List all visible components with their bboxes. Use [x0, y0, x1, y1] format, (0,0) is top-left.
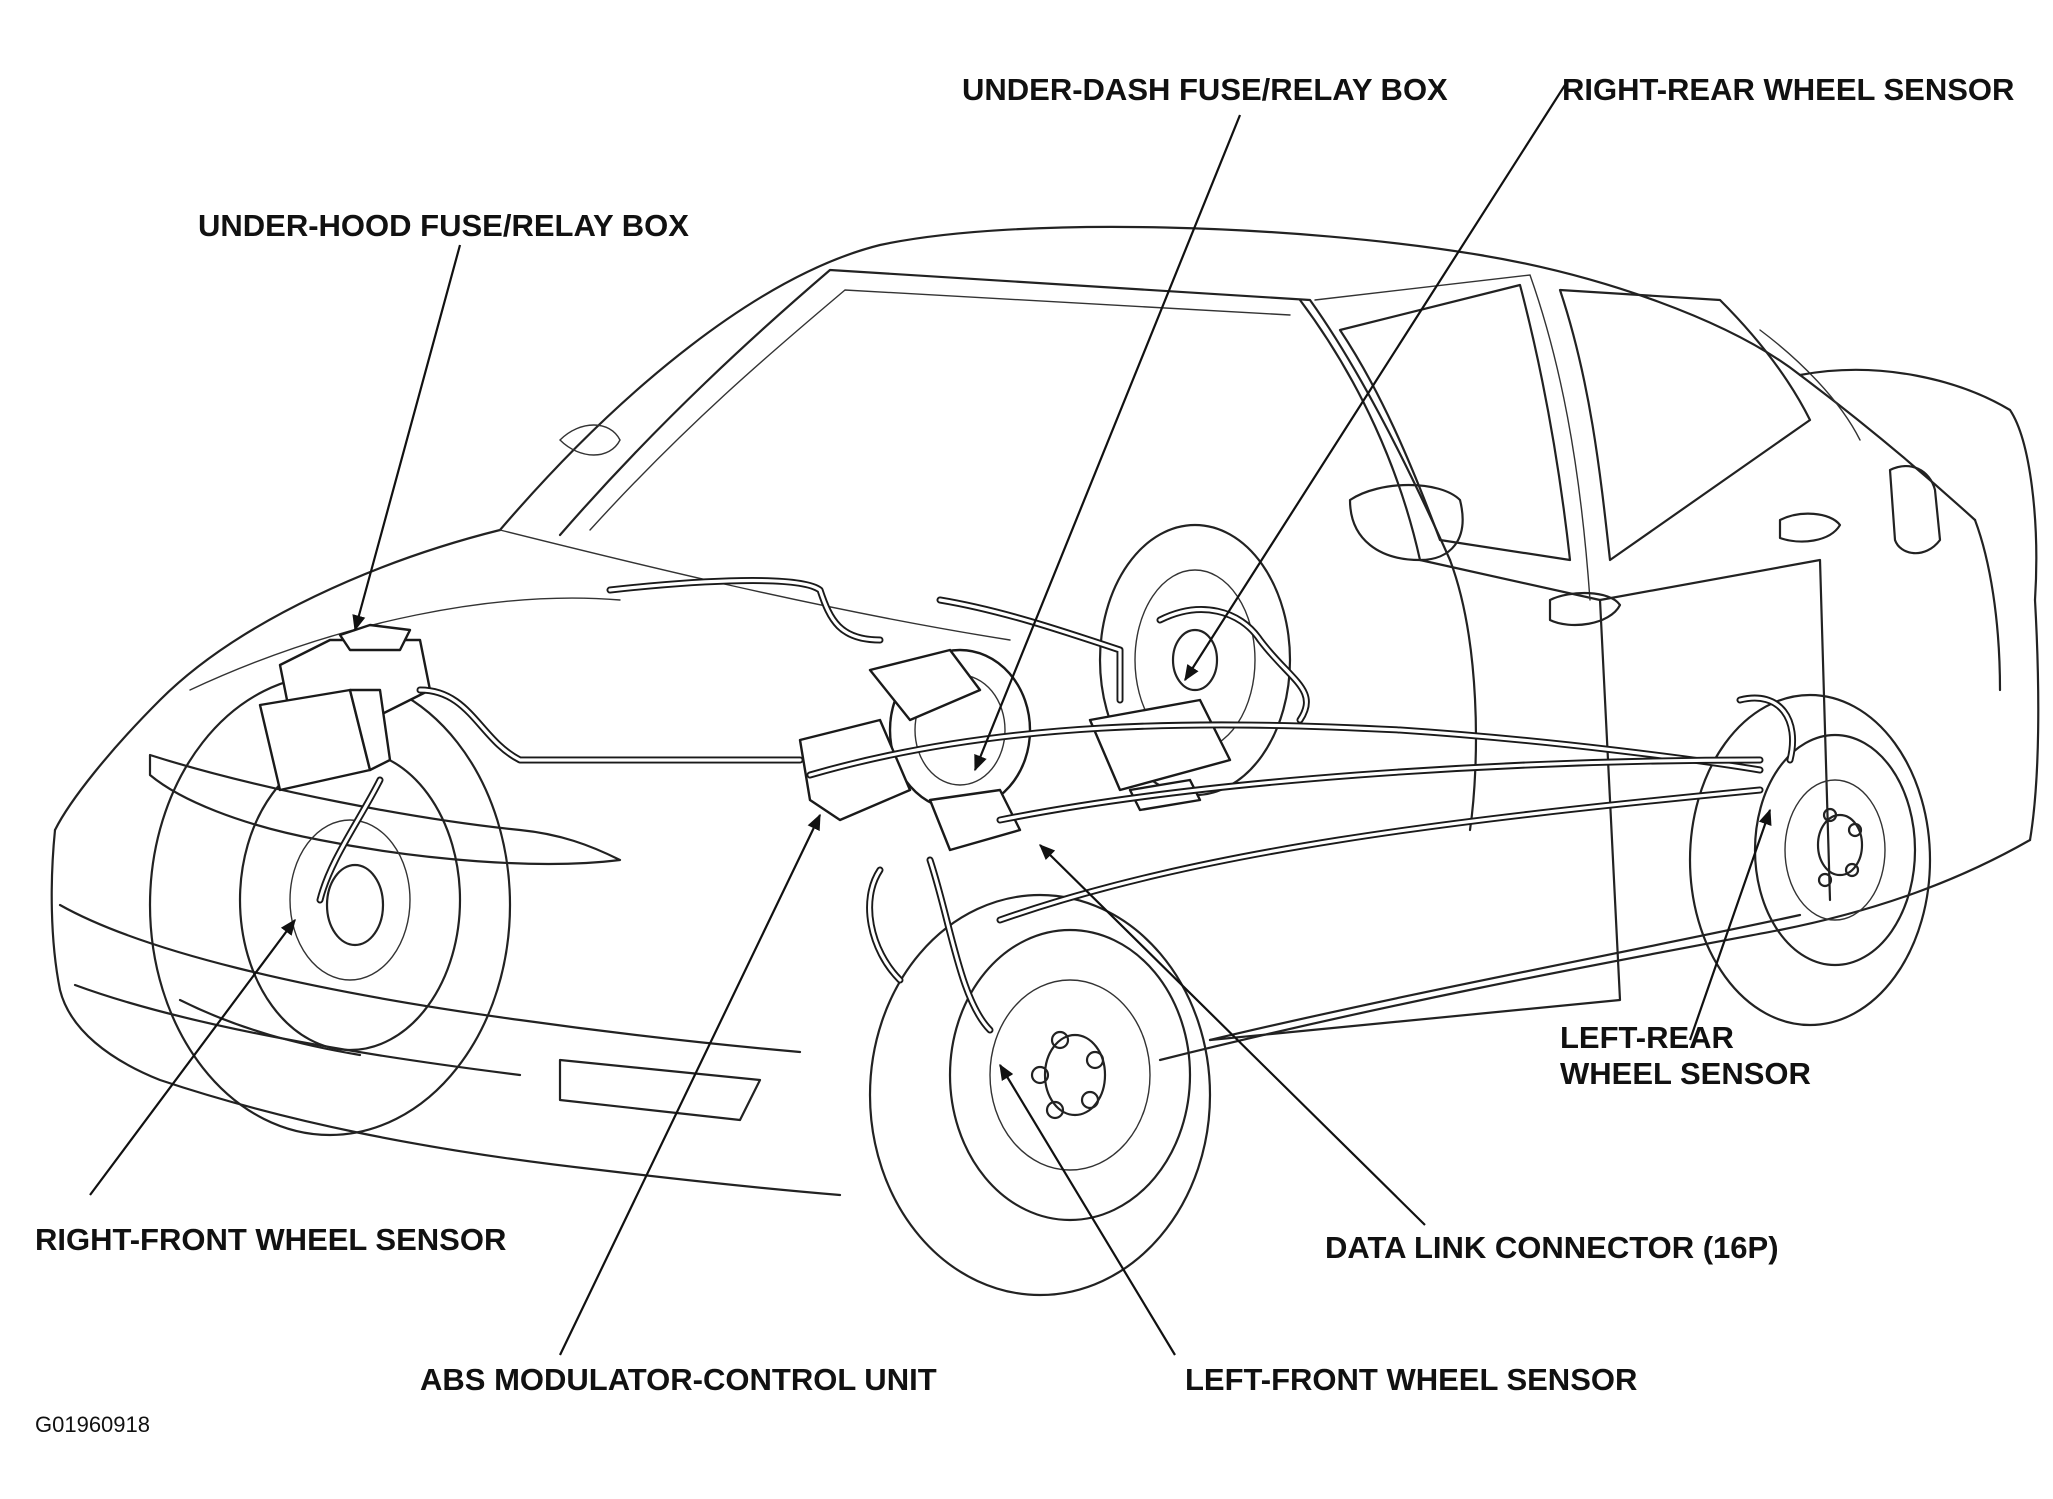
leader-under-hood-box [352, 244, 462, 632]
under-hood-fuse-relay-box [258, 623, 432, 792]
leader-data-link-connector [1039, 844, 1426, 1226]
leader-lines [89, 84, 1772, 1356]
figure-code: G01960918 [35, 1412, 150, 1437]
brake-booster-master-cylinder [868, 648, 1032, 812]
label-left-front-wheel-sensor: LEFT-FRONT WHEEL SENSOR [1185, 1362, 1638, 1397]
label-under-dash-fuse-relay-box: UNDER-DASH FUSE/RELAY BOX [962, 72, 1448, 107]
brake-lines-harness [316, 577, 1797, 1034]
label-right-rear-wheel-sensor: RIGHT-REAR WHEEL SENSOR [1562, 72, 2015, 107]
label-left-rear-wheel-sensor-line2: WHEEL SENSOR [1560, 1056, 1811, 1091]
label-under-hood-fuse-relay-box: UNDER-HOOD FUSE/RELAY BOX [198, 208, 689, 243]
abs-modulator-unit [798, 718, 1022, 852]
left-rear-wheel [1688, 693, 1932, 1027]
leader-abs-modulator [559, 813, 821, 1356]
leader-left-rear-sensor [1688, 808, 1772, 1041]
label-data-link-connector: DATA LINK CONNECTOR (16P) [1325, 1230, 1779, 1265]
leader-right-front-sensor [89, 918, 296, 1196]
label-abs-modulator-control-unit: ABS MODULATOR-CONTROL UNIT [420, 1362, 937, 1397]
label-left-rear-wheel-sensor-line1: LEFT-REAR [1560, 1020, 1734, 1055]
left-front-wheel [868, 893, 1212, 1297]
leader-right-rear-sensor [1184, 84, 1566, 682]
car-body-outline [50, 225, 2040, 1197]
leader-under-dash-box [973, 114, 1242, 772]
label-right-front-wheel-sensor: RIGHT-FRONT WHEEL SENSOR [35, 1222, 507, 1257]
leader-left-front-sensor [999, 1063, 1176, 1356]
